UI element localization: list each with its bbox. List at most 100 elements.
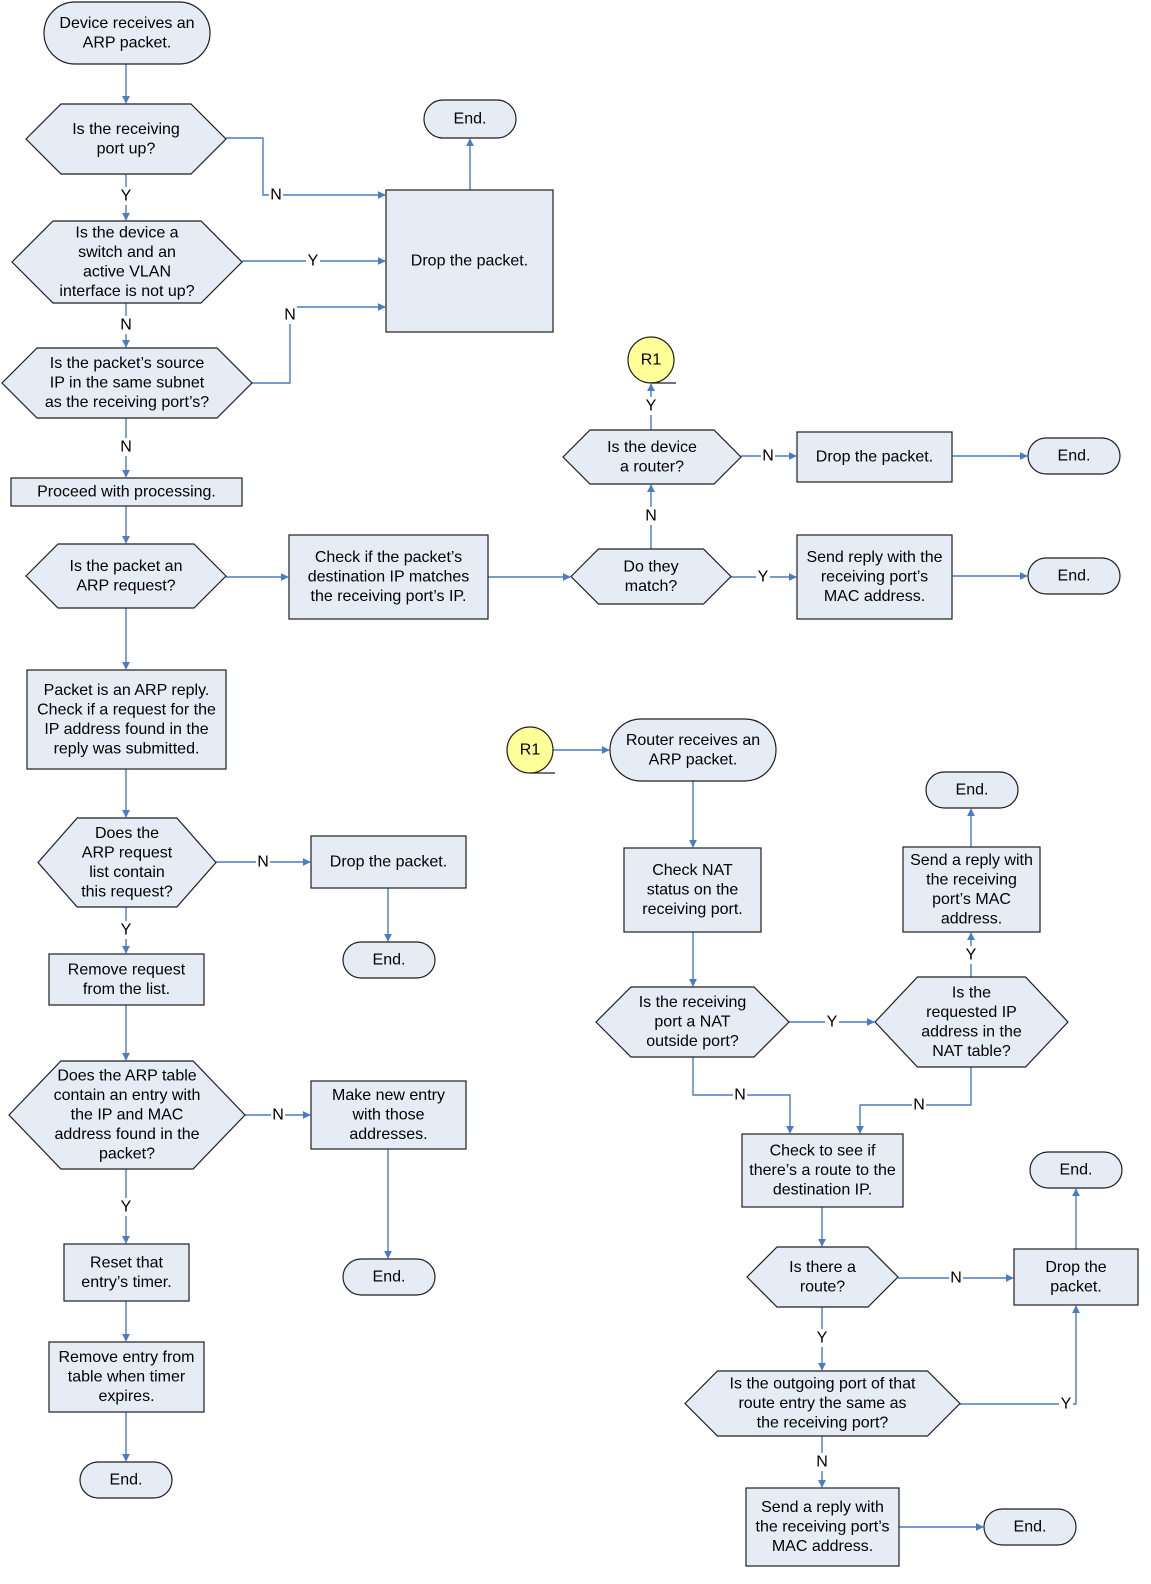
node-r1-bottom: R1 — [506, 726, 555, 774]
node-text-line: Do they — [623, 558, 678, 575]
edge-label-bg — [119, 316, 133, 334]
edge-label-vlan-y: Y — [308, 253, 319, 270]
decision-shape — [25, 543, 227, 609]
node-text-line: Send a reply with — [761, 1499, 884, 1516]
edge-label-bg — [1059, 1395, 1073, 1413]
node-text-line: End. — [1060, 1162, 1093, 1179]
node-arp-reply: Packet is an ARP reply. Check if a reques… — [26, 669, 227, 770]
node-drop-route: Drop the packet. — [1013, 1248, 1139, 1306]
process-box — [310, 1080, 467, 1150]
process-box — [745, 1487, 900, 1567]
process-box — [385, 189, 554, 333]
node-text-line: Drop the — [1045, 1259, 1106, 1276]
process-box — [63, 1243, 190, 1302]
node-text-line: Router receives an — [626, 732, 760, 749]
edge-label-bg — [119, 1198, 133, 1216]
node-text-line: R1 — [641, 352, 662, 369]
node-router-start: Router receives an ARP packet. — [609, 718, 777, 782]
decision-shape — [11, 220, 243, 304]
node-drop-list: Drop the packet. — [310, 835, 467, 889]
node-text-line: Does the — [95, 825, 159, 842]
edge-label-bg — [761, 447, 775, 465]
node-text-line: Is the packet’s source — [50, 355, 205, 372]
node-text-line: port a NAT — [654, 1014, 730, 1031]
node-text-line: packet. — [1050, 1278, 1102, 1295]
node-drop-main: Drop the packet. — [385, 189, 554, 333]
edge-label-bg — [949, 1269, 963, 1287]
node-text-line: route entry the same as — [738, 1395, 906, 1412]
node-text-line: ARP packet. — [83, 34, 172, 51]
node-text-line: entry’s timer. — [81, 1274, 171, 1291]
node-text-line: Is the receiving — [72, 121, 180, 138]
node-text-line: Drop the packet. — [816, 449, 933, 466]
node-text-line: the receiving port’s IP. — [311, 588, 467, 605]
decision-shape — [874, 976, 1069, 1068]
process-box — [796, 431, 953, 483]
node-text-line: table when timer — [68, 1369, 186, 1386]
node-text-line: Is the packet an — [70, 558, 183, 575]
decision-shape — [595, 986, 790, 1058]
node-text-line: End. — [373, 1269, 406, 1286]
node-end-reply-1: End. — [1027, 557, 1121, 595]
node-proceed: Proceed with processing. — [10, 477, 243, 507]
process-box — [1013, 1248, 1139, 1306]
terminator-shape — [1027, 557, 1121, 595]
node-text-line: Packet is an ARP reply. — [44, 682, 210, 699]
edge-label-match-n: N — [645, 508, 657, 525]
node-text-line: Is the device a — [75, 224, 178, 241]
node-q-arp-request: Is the packet an ARP request? — [25, 543, 227, 609]
edge-label-bg — [119, 438, 133, 456]
edge-label-bg — [119, 187, 133, 205]
node-text-line: Check NAT — [652, 862, 733, 879]
edge-label-bg — [815, 1453, 829, 1471]
edge-label-table-y: Y — [121, 1199, 132, 1216]
edge-label-list-y: Y — [121, 922, 132, 939]
node-text-line: Is the outgoing port of that — [730, 1376, 916, 1393]
edge-label-subnet-n-proceed: N — [120, 439, 132, 456]
node-text-line: reply was submitted. — [54, 740, 200, 757]
edge-q-outgoing-to-drop-route — [960, 1305, 1080, 1405]
terminator-shape — [1027, 437, 1121, 475]
node-text-line: Proceed with processing. — [37, 484, 216, 501]
node-text-line: address found in the — [55, 1126, 200, 1143]
edge-label-bg — [733, 1086, 747, 1104]
node-text-line: address in the — [921, 1023, 1022, 1040]
node-text-line: destination IP. — [773, 1182, 872, 1199]
node-text-line: switch and an — [78, 244, 176, 261]
node-text-line: ARP request — [82, 844, 173, 861]
edge-label-vlan-n: N — [120, 317, 132, 334]
edge-label-nat-table-n: N — [913, 1097, 925, 1114]
edge-q-subnet-to-drop-main — [252, 303, 386, 384]
edge-label-bg — [756, 568, 770, 586]
edge-label-list-n: N — [257, 854, 269, 871]
node-text-line: Check if a request for the — [37, 701, 216, 718]
node-text-line: Remove request — [68, 961, 186, 978]
node-text-line: ARP request? — [76, 577, 175, 594]
node-text-line: End. — [454, 111, 487, 128]
node-text-line: End. — [1058, 568, 1091, 585]
edge-label-outgoing-n: N — [816, 1454, 828, 1471]
node-text-line: ARP packet. — [649, 751, 738, 768]
node-text-line: Send a reply with — [910, 852, 1033, 869]
edge-label-router-y: Y — [646, 398, 657, 415]
node-end-final: End. — [983, 1508, 1077, 1546]
decision-shape — [25, 103, 227, 175]
process-box — [310, 835, 467, 889]
node-text-line: MAC address. — [772, 1538, 873, 1555]
node-text-line: NAT table? — [932, 1043, 1011, 1060]
terminator-shape — [342, 1258, 436, 1296]
node-text-line: Drop the packet. — [330, 854, 447, 871]
edge-label-bg — [825, 1013, 839, 1031]
process-box — [10, 477, 243, 507]
node-text-line: the receiving — [926, 871, 1017, 888]
edge-label-table-n: N — [272, 1107, 284, 1124]
